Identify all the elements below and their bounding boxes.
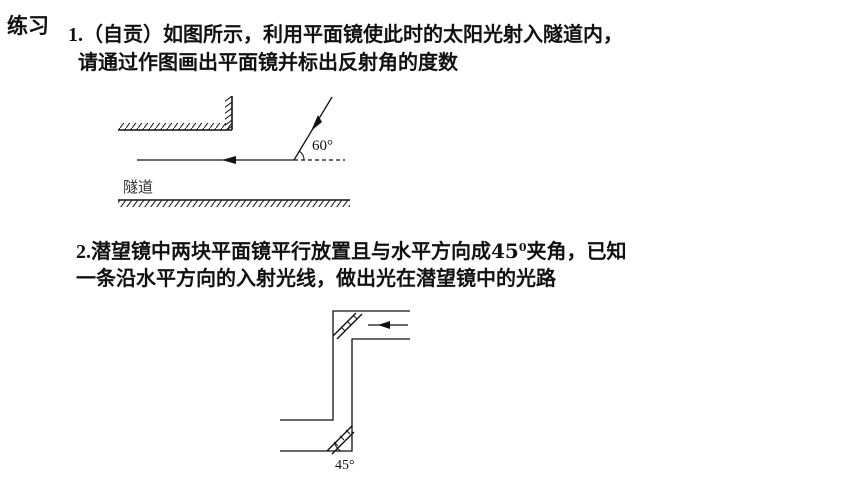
angle-45-label: 45° xyxy=(335,458,355,473)
bottom-mirror xyxy=(326,425,355,455)
question-1-text-1: （自贡）如图所示，利用平面镜使此时的太阳光射入隧道内， xyxy=(83,22,623,46)
periscope-figure: 45° xyxy=(280,310,410,473)
incident-sun-ray xyxy=(293,96,333,161)
question-1-line-1: 1.（自贡）如图所示，利用平面镜使此时的太阳光射入隧道内， xyxy=(68,20,623,49)
reflected-ray xyxy=(137,156,294,164)
question-2-line-1: 2.潜望镜中两块平面镜平行放置且与水平方向成450夹角，已知 xyxy=(76,234,627,266)
periscope-incident-ray xyxy=(368,321,408,329)
angle-60-label: 60° xyxy=(312,138,333,154)
periscope-outer-wall xyxy=(280,310,410,421)
question-2-superscript: 0 xyxy=(518,241,527,254)
question-2-text-1b: 夹角，已知 xyxy=(526,239,627,263)
top-mirror xyxy=(332,312,363,340)
periscope-angle-arc xyxy=(334,443,342,452)
question-1-line-2: 请通过作图画出平面镜并标出反射角的度数 xyxy=(78,50,458,74)
question-2-line-2: 一条沿水平方向的入射光线，做出光在潜望镜中的光路 xyxy=(76,266,556,290)
angle-arc xyxy=(298,150,305,161)
question-2-text-1a: 潜望镜中两块平面镜平行放置且与水平方向成45 xyxy=(91,239,519,263)
question-2-number: 2. xyxy=(76,241,91,263)
periscope-inner-wall xyxy=(280,338,410,452)
tunnel-floor xyxy=(118,199,350,207)
tunnel-upper-wall xyxy=(118,96,233,131)
question-1-number: 1. xyxy=(68,24,83,46)
tunnel-label: 隧道 xyxy=(123,179,153,196)
exercise-title: 练习 xyxy=(7,13,49,38)
